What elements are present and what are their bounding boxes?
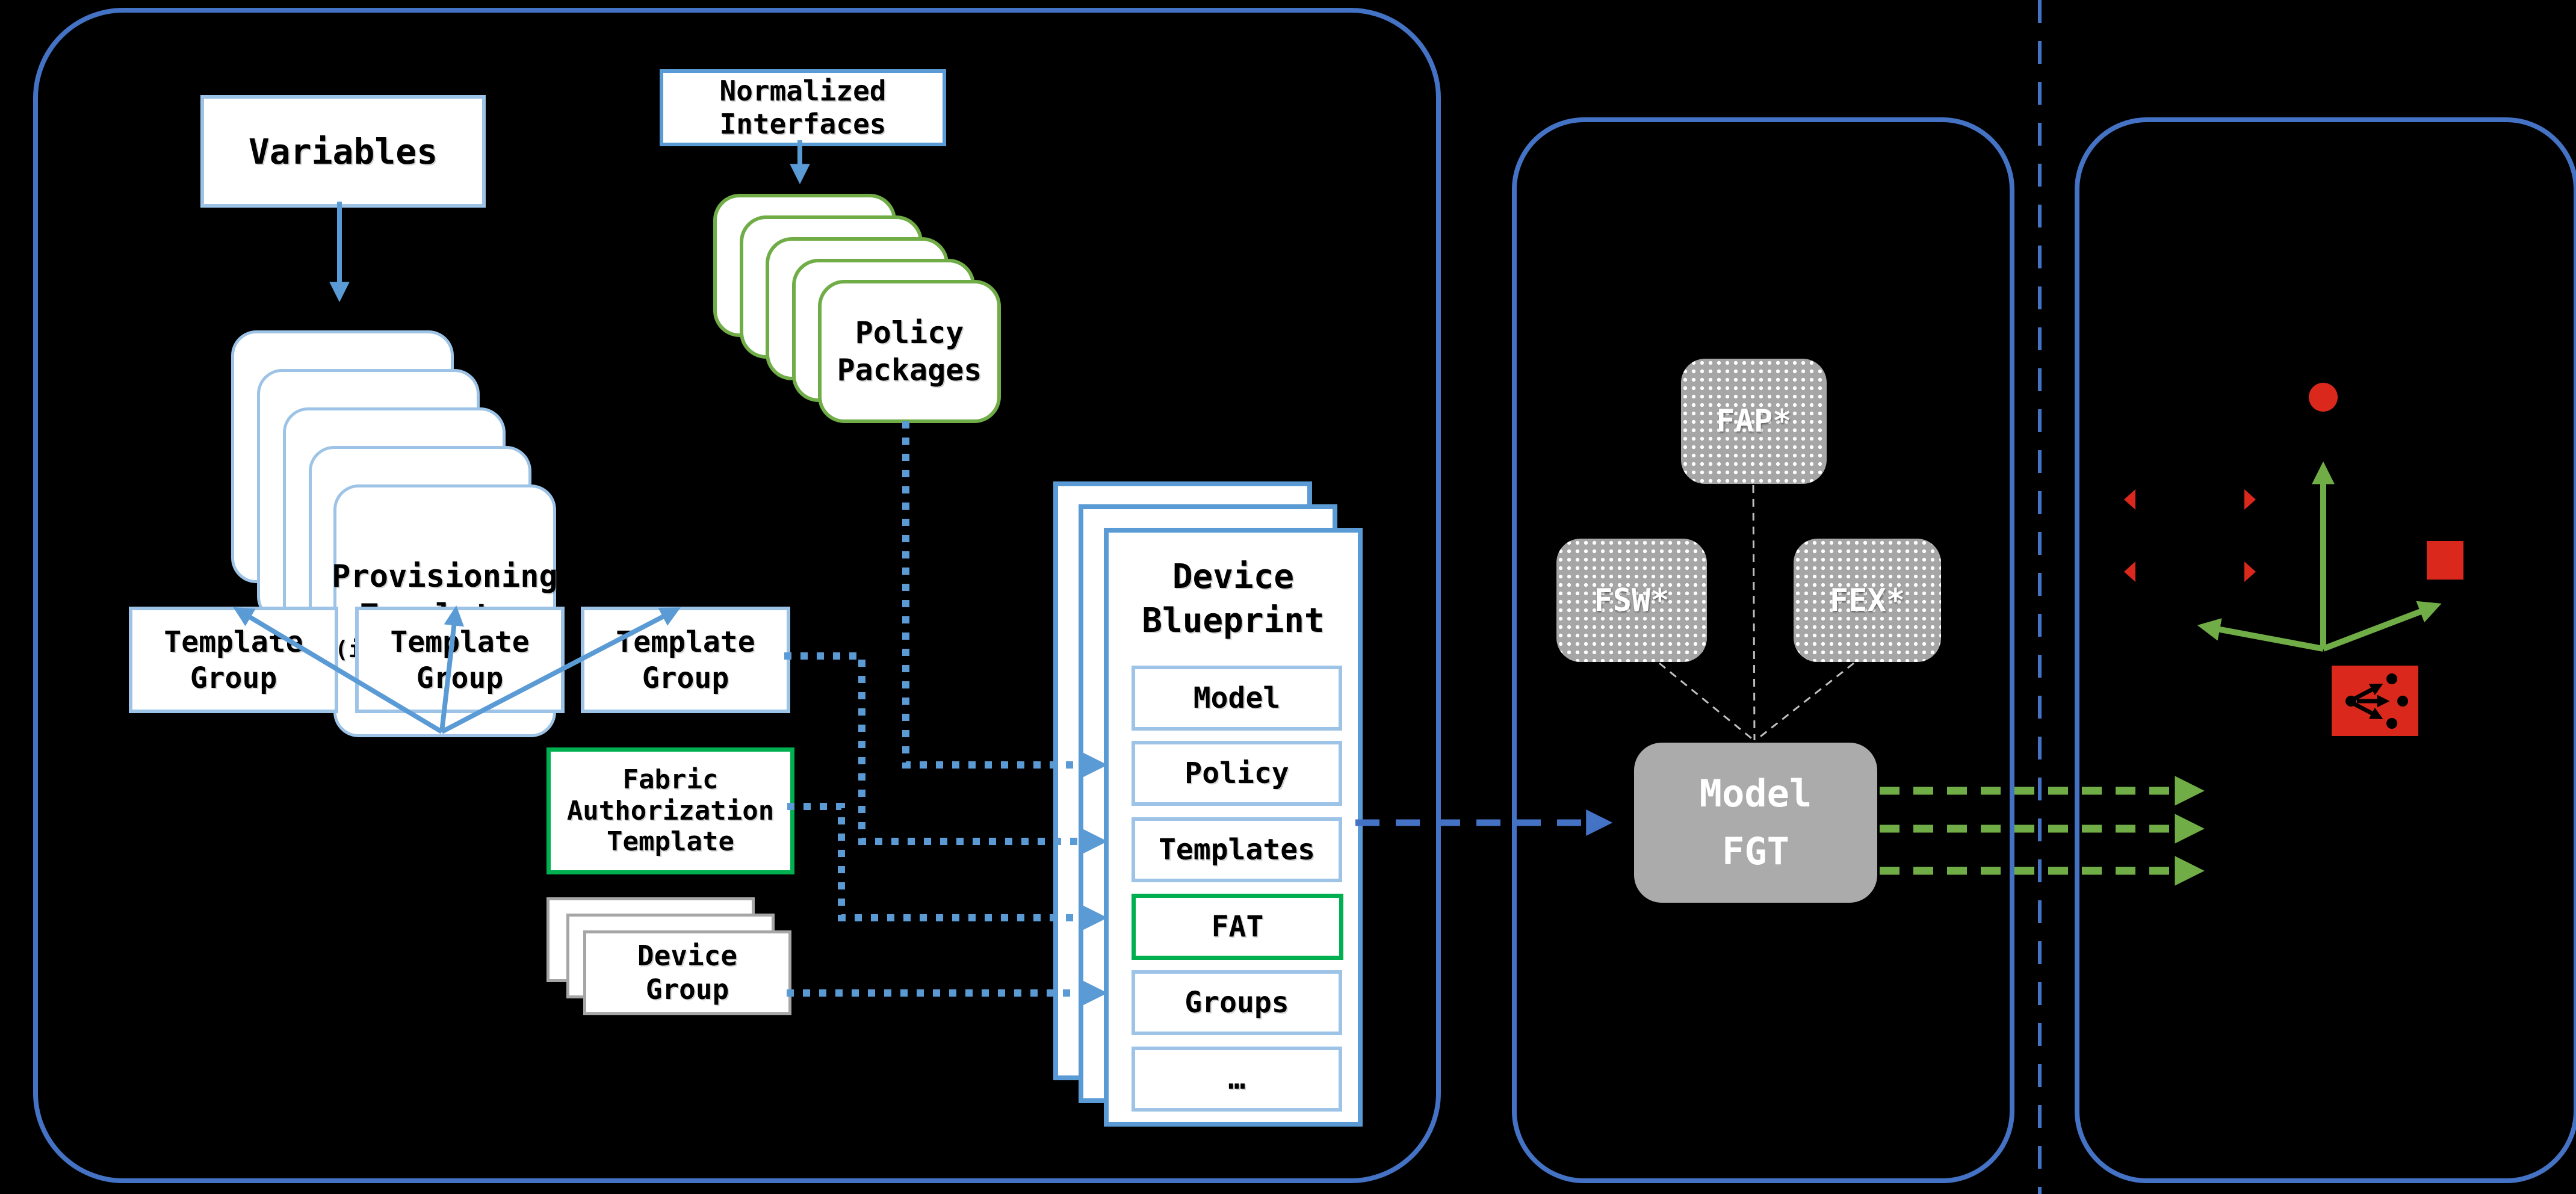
blueprint-row-fat: FAT <box>1132 894 1343 960</box>
template-group-label-line1: Template <box>164 625 303 659</box>
normalized-interfaces-box: Normalized Interfaces <box>660 69 946 146</box>
provisioning-templates-label-line1: Provisioning <box>332 558 558 595</box>
template-group-label-line2: Group <box>642 661 729 695</box>
device-blueprint-title-line2: Blueprint <box>1142 601 1325 640</box>
template-group-label-line2: Group <box>416 661 504 695</box>
policy-packages-front-card: Policy Packages <box>818 280 1001 423</box>
deployed-fabric-panel-outline <box>2075 117 2576 1183</box>
fsw-label: FSW* <box>1594 582 1670 619</box>
template-group-box-2: Template Group <box>355 607 565 713</box>
policy-packages-label-line1: Policy <box>855 315 964 350</box>
device-group-front-card: Device Group <box>583 930 791 1015</box>
model-fgt-label-line1: Model <box>1699 771 1812 815</box>
device-group-label-line2: Group <box>645 973 729 1006</box>
blueprint-row-policy-label: Policy <box>1184 756 1289 790</box>
blueprint-row-policy: Policy <box>1132 741 1342 806</box>
template-group-label-line1: Template <box>390 625 530 659</box>
blueprint-row-groups-label: Groups <box>1184 986 1289 1019</box>
device-blueprint-front-card: Device Blueprint Model Policy Templates … <box>1104 528 1363 1127</box>
blueprint-row-ellipsis: … <box>1132 1047 1342 1112</box>
policy-packages-label-line2: Packages <box>837 353 982 388</box>
fsw-box: FSW* <box>1556 539 1707 662</box>
template-group-label-line2: Group <box>190 661 277 695</box>
blueprint-row-templates-label: Templates <box>1158 833 1316 867</box>
fap-box: FAP* <box>1681 359 1827 484</box>
normalized-interfaces-label-line1: Normalized <box>719 74 887 107</box>
blueprint-row-model-label: Model <box>1193 681 1281 715</box>
model-fgt-label-line2: FGT <box>1722 829 1789 873</box>
variables-box: Variables <box>200 95 486 208</box>
fex-box: FEX* <box>1794 539 1941 662</box>
blueprint-row-groups: Groups <box>1132 970 1342 1035</box>
blueprint-row-fat-label: FAT <box>1211 910 1264 944</box>
fabric-authorization-template-box: Fabric Authorization Template <box>546 747 794 874</box>
fat-label-line2: Authorization <box>566 795 775 826</box>
fat-label-line1: Fabric <box>622 764 719 795</box>
fap-label: FAP* <box>1716 403 1792 439</box>
blueprint-row-ellipsis-label: … <box>1228 1062 1246 1096</box>
template-group-box-1: Template Group <box>129 607 338 713</box>
fex-label: FEX* <box>1829 582 1906 619</box>
template-group-box-3: Template Group <box>581 607 790 713</box>
blueprint-row-model: Model <box>1132 666 1342 731</box>
device-group-label-line1: Device <box>637 939 738 973</box>
provisioning-panel-outline <box>33 8 1441 1183</box>
fat-label-line3: Template <box>607 826 734 858</box>
normalized-interfaces-label-line2: Interfaces <box>719 108 887 140</box>
device-blueprint-title: Device Blueprint <box>1109 555 1358 643</box>
device-blueprint-title-line1: Device <box>1172 557 1295 596</box>
blueprint-row-templates: Templates <box>1132 817 1342 882</box>
template-group-label-line1: Template <box>616 625 755 659</box>
model-device-panel-outline <box>1512 117 2014 1183</box>
model-fgt-box: Model FGT <box>1634 743 1877 903</box>
variables-label: Variables <box>248 131 438 172</box>
